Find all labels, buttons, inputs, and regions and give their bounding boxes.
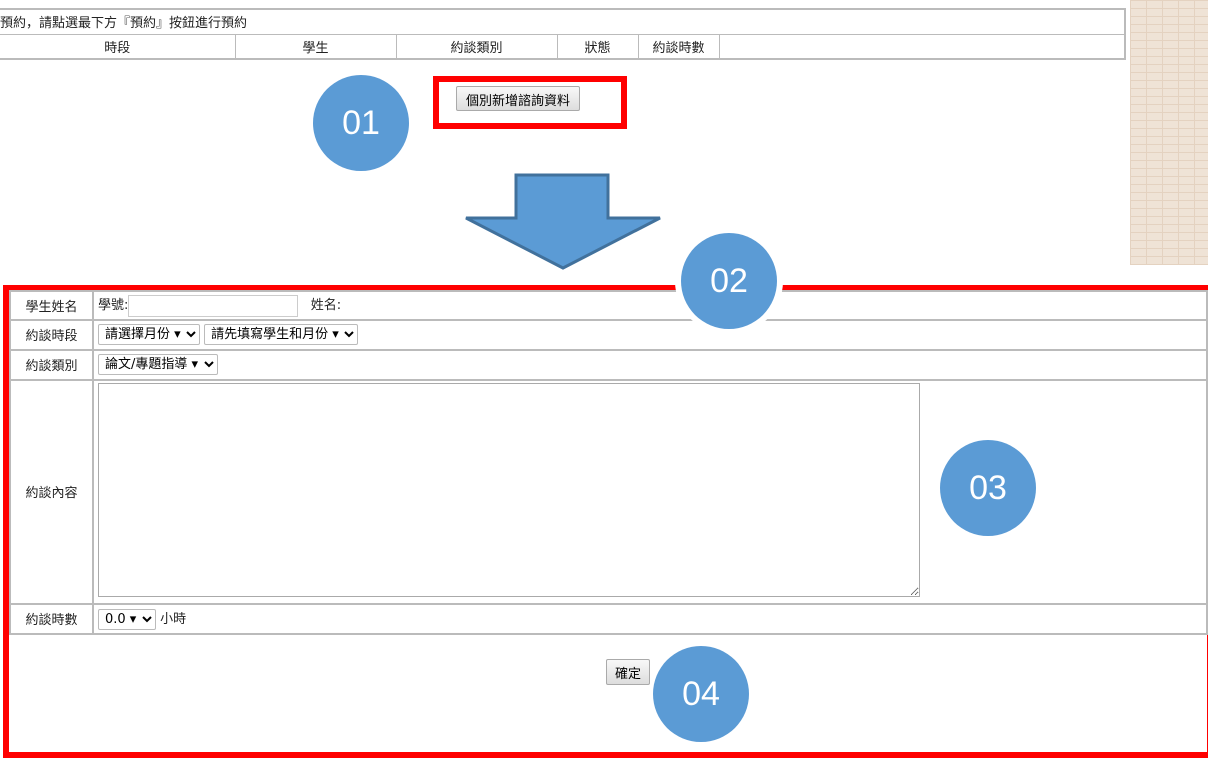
hours-select[interactable]: 0.0 ▾	[98, 608, 156, 630]
add-consultation-button[interactable]: 個別新增諮詢資料	[456, 86, 580, 111]
student-name-label: 姓名:	[310, 298, 342, 313]
col-period: 時段	[0, 33, 236, 60]
step-badge-03: 03	[940, 440, 1036, 536]
notice-text: 預約，請點選最下方『預約』按鈕進行預約	[0, 8, 1126, 35]
hours-unit: 小時	[160, 611, 187, 627]
period-label: 約談時段	[9, 318, 94, 351]
table-header: 時段 學生 約談類別 狀態 約談時數	[0, 33, 1126, 60]
col-type: 約談類別	[395, 33, 558, 60]
col-student: 學生	[234, 33, 397, 60]
month-select[interactable]: 請選擇月份 ▾	[98, 324, 200, 345]
hours-label: 約談時數	[9, 602, 94, 635]
background-texture	[1130, 0, 1208, 265]
student-id-label: 學號:	[98, 298, 129, 313]
consultation-form: 學生姓名 學號: 姓名: 約談時段 請選擇月份 ▾ 請先填寫學生和月份 ▾ 約談…	[9, 290, 1208, 635]
step-badge-04: 04	[653, 646, 749, 742]
col-hours: 約談時數	[637, 33, 720, 60]
step-badge-02: 02	[681, 233, 777, 329]
student-label: 學生姓名	[9, 290, 94, 321]
col-extra	[718, 33, 1126, 60]
step-badge-01: 01	[313, 75, 409, 171]
type-label: 約談類別	[9, 348, 94, 381]
content-textarea[interactable]	[98, 382, 920, 597]
appointments-table: 預約，請點選最下方『預約』按鈕進行預約 時段 學生 約談類別 狀態 約談時數	[0, 8, 1126, 60]
type-select[interactable]: 論文/專題指導 ▾	[98, 354, 218, 375]
down-arrow-icon	[465, 173, 661, 270]
student-id-input[interactable]	[128, 294, 299, 317]
content-label: 約談內容	[9, 378, 94, 605]
slot-select[interactable]: 請先填寫學生和月份 ▾	[204, 324, 359, 345]
highlight-box-01	[433, 76, 627, 129]
submit-button[interactable]: 確定	[606, 659, 650, 685]
col-status: 狀態	[556, 33, 639, 60]
